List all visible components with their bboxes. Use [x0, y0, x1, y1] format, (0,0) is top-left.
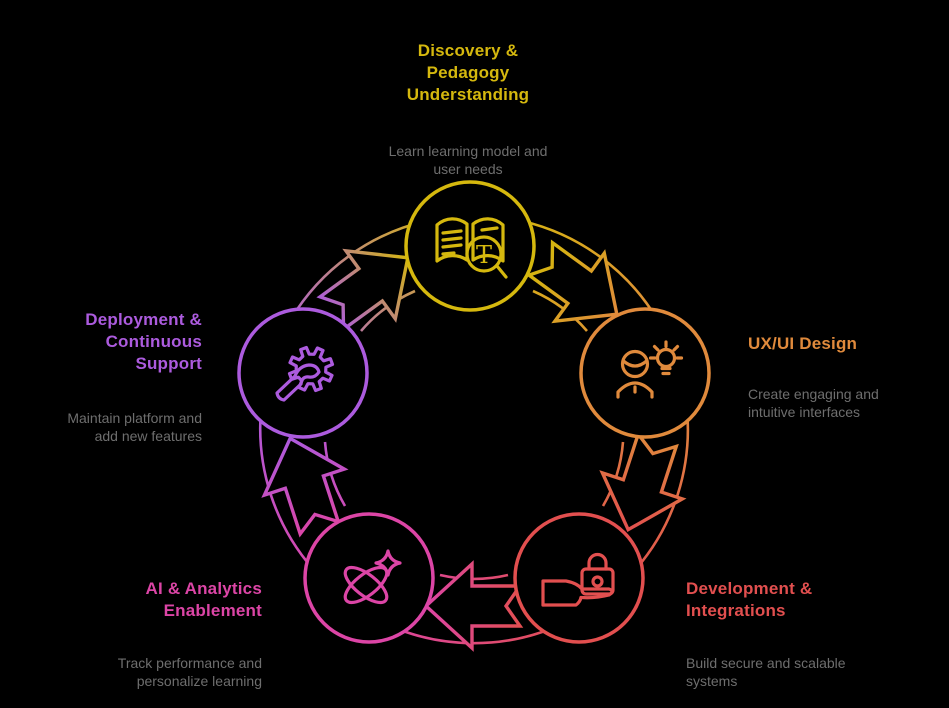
wrench-gear-icon — [275, 345, 335, 402]
stage-subtitle-deployment: Maintain platform and add new features — [67, 410, 202, 444]
person-lightbulb-icon — [616, 340, 684, 399]
arrow-discovery-to-uxui-icon — [525, 239, 619, 324]
stage-title-discovery: Discovery & Pedagogy Understanding — [406, 41, 530, 104]
hand-lock-icon — [541, 552, 615, 607]
stage-circle-deployment — [237, 307, 369, 439]
stage-circle-development — [513, 512, 645, 644]
svg-text:T: T — [476, 241, 492, 269]
stage-title-ai: AI & Analytics Enablement — [145, 579, 262, 620]
stage-title-deployment: Deployment & Continuous Support — [85, 310, 202, 373]
arrow-uxui-to-development-icon — [599, 430, 687, 533]
connector-outer-ai-deployment — [258, 409, 314, 570]
book-magnifier-icon: T — [435, 217, 508, 279]
stage-subtitle-uxui: Create engaging and intuitive interfaces — [748, 386, 879, 420]
atom-sparkle-icon — [343, 549, 402, 605]
cycle-arrows — [261, 239, 687, 652]
stage-title-development: Development & Integrations — [686, 579, 813, 620]
connector-outer-development-ai — [389, 624, 559, 645]
stage-block-uxui: UX/UI Design Create engaging and intuiti… — [748, 315, 943, 439]
stage-circle-ai — [303, 512, 435, 644]
stage-block-deployment: Deployment & Continuous Support Maintain… — [2, 291, 202, 463]
arrow-deployment-to-discovery-icon — [316, 248, 410, 333]
connector-inner-discovery-uxui — [532, 289, 588, 332]
arrow-ai-to-deployment-icon — [261, 435, 349, 538]
stage-block-discovery: Discovery & Pedagogy Understanding Learn… — [318, 22, 618, 196]
connector-outer-discovery-uxui — [521, 219, 659, 320]
connector-inner-ai-deployment — [323, 441, 347, 507]
stage-title-uxui: UX/UI Design — [748, 334, 858, 353]
arrow-development-to-ai-icon — [423, 560, 524, 652]
stage-subtitle-discovery: Learn learning model and user needs — [388, 143, 548, 177]
connector-outer-uxui-development — [635, 409, 690, 570]
connector-inner-development-ai — [439, 573, 509, 581]
stage-block-development: Development & Integrations Build secure … — [686, 560, 901, 708]
stage-subtitle-development: Build secure and scalable systems — [686, 655, 846, 689]
stage-block-ai: AI & Analytics Enablement Track performa… — [62, 560, 262, 708]
connector-inner-uxui-development — [601, 441, 625, 507]
lifecycle-diagram-canvas: T — [237, 180, 711, 652]
